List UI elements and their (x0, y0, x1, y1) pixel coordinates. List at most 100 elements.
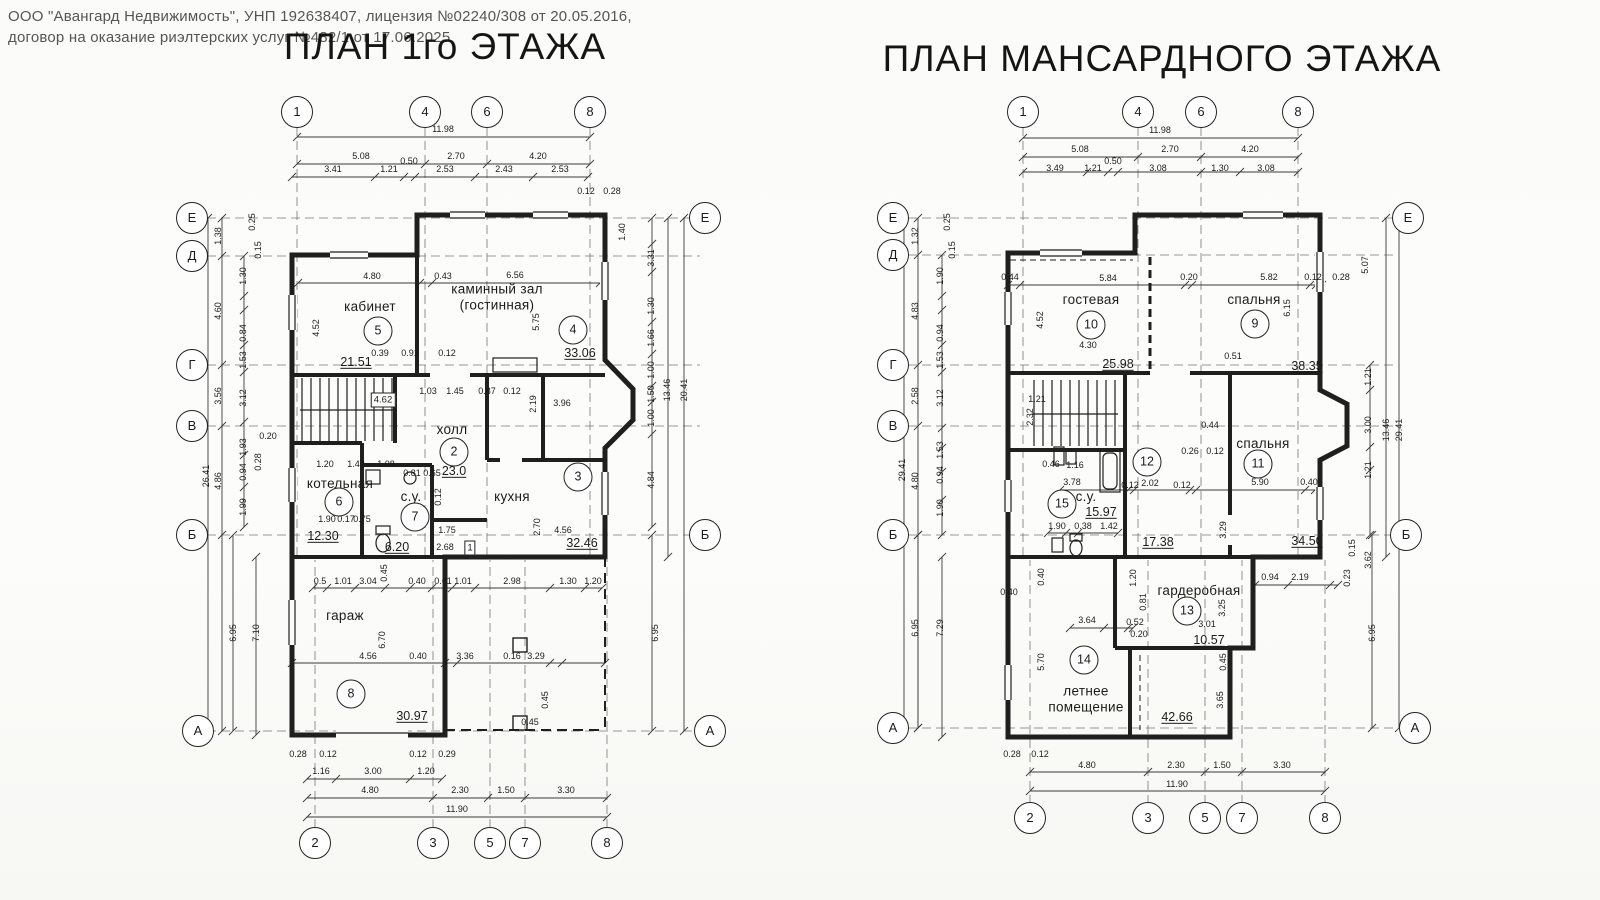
dimension-label: 4.20 (529, 150, 547, 161)
dimension-label: 4.80 (1078, 759, 1096, 770)
bathtub-inner (1102, 452, 1118, 490)
dimension-label-vertical: 0.45 (539, 691, 550, 709)
dimension-label: 0.51 (1224, 350, 1242, 361)
dimension-label-vertical: 1.21 (1362, 368, 1373, 386)
dimension-label: 0.16 (503, 650, 521, 661)
axis-bubble-В: В (176, 410, 208, 442)
dimension-label: 2.53 (551, 163, 569, 174)
sink (1051, 537, 1064, 553)
room-name-label: с.у. (400, 489, 422, 505)
dimension-label: 0.17 (337, 513, 355, 524)
company-header-line1: ООО "Авангард Недвижимость", УНП 1926384… (8, 8, 632, 25)
axis-bubble-2: 2 (299, 827, 331, 859)
dimension-label-vertical: 3.31 (645, 249, 656, 267)
dimension-label-vertical: 0.84 (237, 324, 248, 342)
dimension-label: 6.56 (506, 269, 524, 280)
room-name-label: гостевая (1062, 292, 1120, 308)
first-floor-walls (289, 212, 636, 738)
dimension-label-vertical: 1.32 (909, 227, 920, 245)
dimension-label: 0.40 (409, 650, 427, 661)
room-area-label: 38.35 (1291, 358, 1323, 373)
dimension-label: 3.36 (456, 650, 474, 661)
dimension-label-vertical: 7.29 (934, 619, 945, 637)
dimension-label: 0.94 (1261, 571, 1279, 582)
first-floor-windows (287, 210, 610, 740)
dimension-label-vertical: 13.46 (661, 378, 672, 402)
dimension-label-vertical: 0.81 (1137, 593, 1148, 611)
dimension-label-vertical: 0.25 (941, 213, 952, 231)
dimension-label-vertical: 4.52 (310, 319, 321, 337)
boxed-dimension-label: 4.62 (370, 392, 396, 408)
dimension-label-vertical: 0.15 (946, 241, 957, 259)
dimension-label-vertical: 2.58 (909, 387, 920, 405)
dimension-label: 0.20 (1130, 628, 1148, 639)
dimension-label-vertical: 1.66 (645, 329, 656, 347)
toilet-tank (375, 525, 391, 535)
axis-bubble-А: А (877, 712, 909, 744)
dimension-label: 1.08 (377, 458, 395, 469)
dimension-label: 3.04 (359, 575, 377, 586)
mansard-floor-windows (1003, 210, 1325, 700)
dimension-label: 0.12 (503, 385, 521, 396)
dimension-label: 1.01 (334, 575, 352, 586)
axis-bubble-Д: Д (877, 239, 909, 271)
dimension-label: 4.80 (361, 784, 379, 795)
dimension-label-vertical: 3.25 (1216, 599, 1227, 617)
room-number-bubble: 14 (1069, 645, 1099, 675)
dimension-label: 0.26 (1181, 445, 1199, 456)
dimension-label-vertical: 1.00 (645, 409, 656, 427)
dimension-label-vertical: 4.60 (212, 302, 223, 320)
dimension-label: 1.90 (318, 513, 336, 524)
dimension-label: 0.40 (1300, 476, 1318, 487)
dimension-label: 3.08 (1149, 162, 1167, 173)
first-floor-plan-title: ПЛАН 1го ЭТАЖА (283, 26, 607, 67)
axis-bubble-Е: Е (877, 202, 909, 234)
dimension-label-vertical: 6.95 (1366, 624, 1377, 642)
dimension-label-vertical: 4.83 (909, 302, 920, 320)
dimension-label-vertical: 3.12 (237, 389, 248, 407)
dimension-label: 5.08 (1071, 143, 1089, 154)
dimension-label-vertical: 4.52 (1034, 311, 1045, 329)
room-area-label: 17.38 (1142, 534, 1174, 549)
dimension-label-vertical: 1.90 (934, 499, 945, 517)
dimension-label: 11.90 (446, 803, 468, 814)
dimension-label: 2.30 (1167, 759, 1185, 770)
dimension-label: 0.44 (1001, 271, 1019, 282)
axis-bubble-8: 8 (591, 827, 623, 859)
dimension-label-vertical: 20.41 (678, 378, 689, 402)
dimension-label-vertical: 4.84 (645, 471, 656, 489)
dimension-label: 1.50 (1213, 759, 1231, 770)
dimension-label: 4.30 (1079, 339, 1097, 350)
dimension-label-vertical: 2.19 (527, 395, 538, 413)
dimension-label: 1.90 (1048, 520, 1066, 531)
axis-bubble-А: А (694, 715, 726, 747)
axis-bubble-Б: Б (176, 519, 208, 551)
dimension-label: 0.12 (1206, 445, 1224, 456)
axis-bubble-Д: Д (176, 240, 208, 272)
axis-bubble-3: 3 (417, 827, 449, 859)
room-number-bubble: 9 (1240, 309, 1270, 339)
room-name-label: спальня (1227, 292, 1281, 308)
dimension-label-vertical: 1.38 (212, 227, 223, 245)
dimension-label: 4.56 (359, 650, 377, 661)
staircase-mansard (1032, 380, 1118, 446)
room-number-bubble: 2 (439, 437, 469, 467)
dimension-label: 0.81 (403, 467, 421, 478)
washstand (1053, 446, 1065, 466)
room-name-label: кабинет (344, 299, 396, 315)
dimension-label-vertical: 0.15 (252, 241, 263, 259)
boxed-dimension-label: 1 (464, 540, 476, 556)
dimension-label: 2.43 (495, 163, 513, 174)
dimension-label: 3.41 (324, 163, 342, 174)
dimension-label: 1.45 (446, 385, 464, 396)
dimension-label: 1.16 (312, 765, 330, 776)
axis-bubble-8: 8 (574, 96, 606, 128)
axis-bubble-Г: Г (176, 349, 208, 381)
dimension-label-vertical: 6.95 (909, 619, 920, 637)
dimension-label-vertical: 3.62 (1362, 551, 1373, 569)
dimension-label: 3.00 (364, 765, 382, 776)
room-number-bubble: 7 (400, 502, 430, 532)
dimension-label-vertical: 1.30 (645, 297, 656, 315)
dimension-label: 11.90 (1166, 778, 1188, 789)
